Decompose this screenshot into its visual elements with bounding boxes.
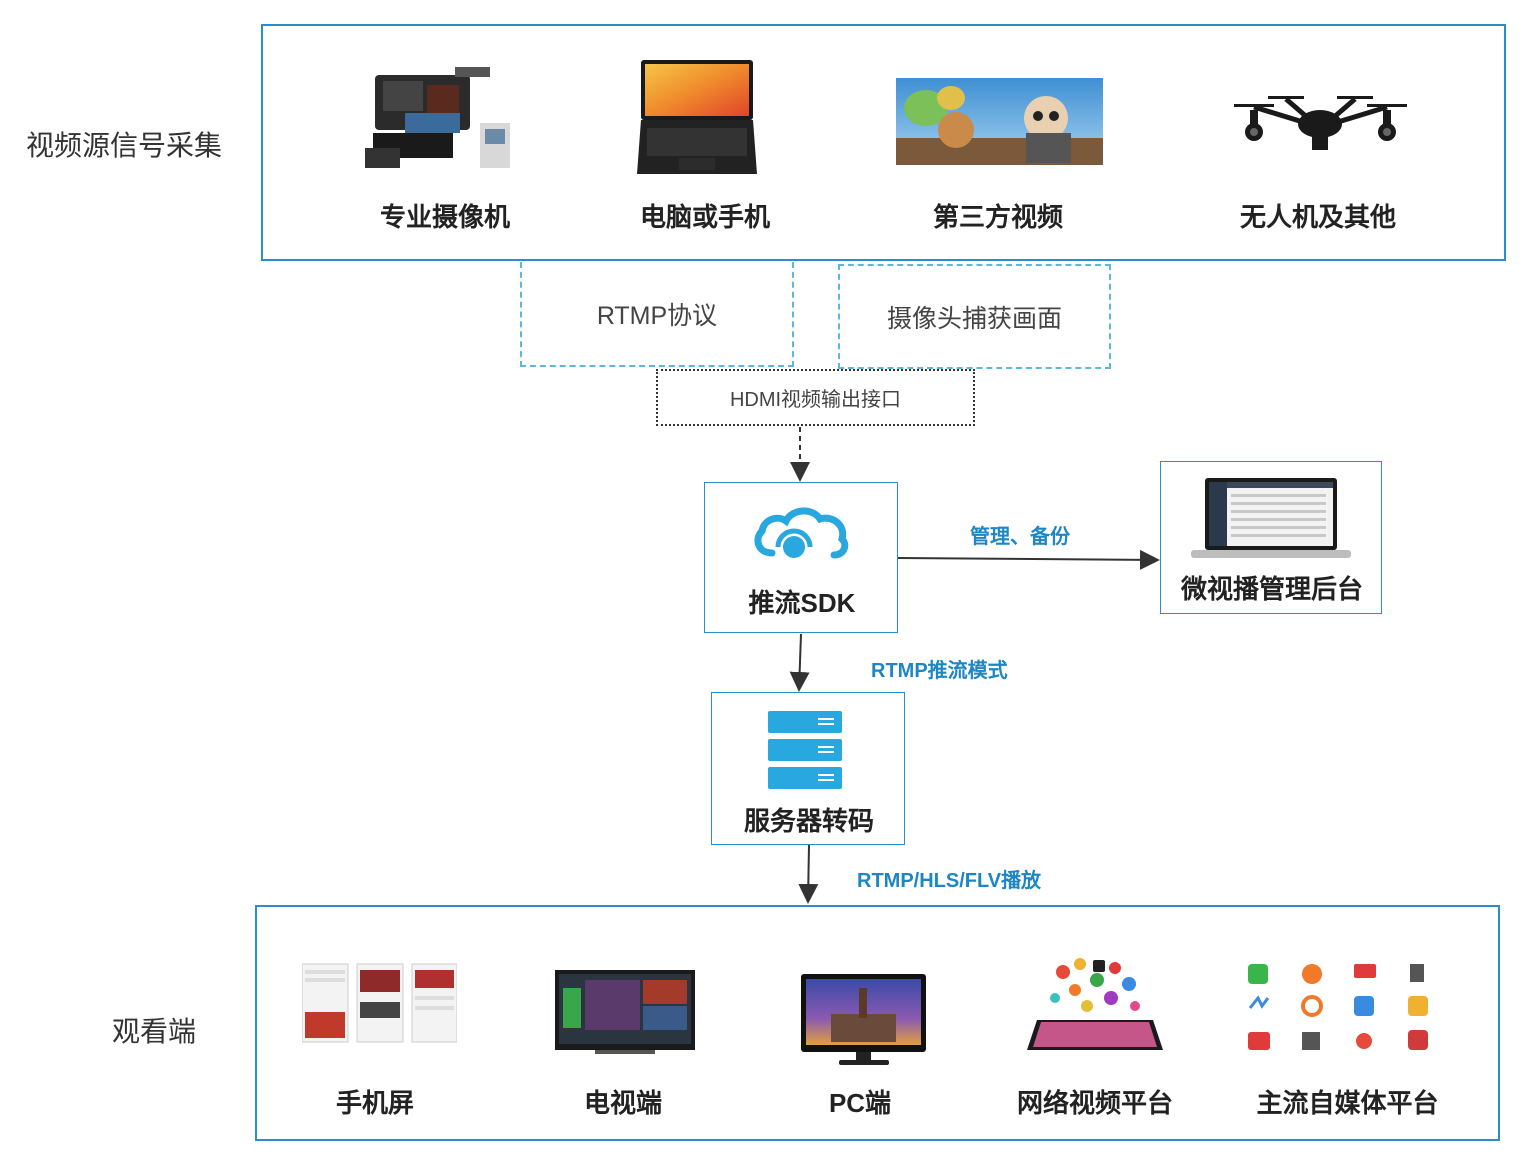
edge-label-rtmp-push: RTMP推流模式: [871, 660, 1008, 682]
camcorder-icon: [365, 63, 510, 173]
drone-icon: [1228, 92, 1413, 162]
hdmi-output-box: HDMI视频输出接口: [656, 369, 975, 426]
edge-label-manage-backup: 管理、备份: [970, 526, 1070, 548]
cloud-stream-icon: [752, 503, 852, 565]
viewer-label-tv: 电视端: [583, 1088, 662, 1118]
viewer-label-pc: PC端: [828, 1088, 892, 1118]
source-label-drone: 无人机及其他: [1239, 202, 1396, 232]
sources-group: [261, 24, 1506, 261]
sdk-node: 推流SDK: [704, 482, 898, 633]
admin-node: 微视播管理后台: [1160, 461, 1382, 614]
rtmp-protocol-box: RTMP协议: [520, 262, 794, 367]
phone-screens-icon: [301, 962, 458, 1044]
arrow-sdk-to-admin: [897, 549, 1160, 570]
monitor-icon: [801, 974, 926, 1069]
viewer-label-self-media: 主流自媒体平台: [1256, 1088, 1439, 1118]
video-still-icon: [896, 78, 1103, 165]
source-label-laptop: 电脑或手机: [639, 202, 770, 232]
camera-capture-box: 摄像头捕获画面: [838, 264, 1111, 369]
sdk-label: 推流SDK: [748, 588, 856, 618]
source-label-camcorder: 专业摄像机: [379, 202, 510, 232]
tablet-apps-icon: [1025, 950, 1165, 1055]
server-label: 服务器转码: [743, 806, 874, 836]
viewer-label-phone: 手机屏: [335, 1088, 414, 1118]
viewers-group: [255, 905, 1500, 1141]
hdmi-output-label: HDMI视频输出接口: [729, 389, 902, 411]
rtmp-protocol-label: RTMP协议: [596, 301, 718, 330]
viewers-section-label: 观看端: [112, 1016, 197, 1047]
admin-label: 微视播管理后台: [1180, 574, 1363, 604]
arrow-sdk-to-server: [789, 633, 810, 692]
laptop-icon: [637, 58, 757, 178]
arrow-server-to-viewers: [798, 844, 819, 904]
source-label-third-party: 第三方视频: [932, 202, 1063, 232]
sources-section-label: 视频源信号采集: [26, 130, 223, 161]
laptop-dashboard-icon: [1191, 476, 1351, 560]
tv-icon: [555, 970, 695, 1055]
server-rack-icon: [768, 711, 842, 789]
viewer-label-web-platforms: 网络视频平台: [1016, 1088, 1173, 1118]
server-node: 服务器转码: [711, 692, 905, 845]
app-grid-icon: [1240, 958, 1440, 1058]
camera-capture-label: 摄像头捕获画面: [886, 304, 1062, 333]
edge-label-playback: RTMP/HLS/FLV播放: [857, 870, 1042, 892]
